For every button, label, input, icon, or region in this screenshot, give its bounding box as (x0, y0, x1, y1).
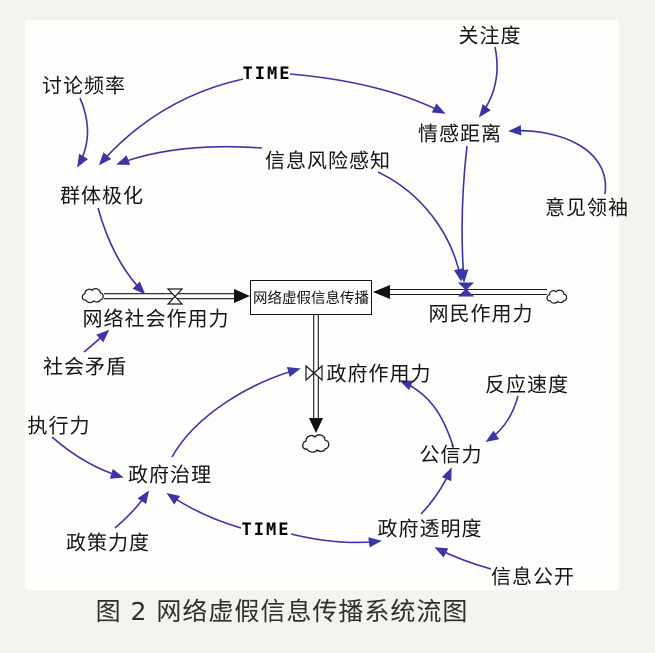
var-government-governance: 政府治理 (128, 462, 212, 487)
arrow-time-to-group-polarization (98, 78, 244, 166)
arrow-public-credibility-to-government-force (399, 380, 454, 447)
var-execution-power: 执行力 (27, 413, 91, 438)
valve-government-force-icon (305, 364, 323, 382)
cloud-source-right-icon (546, 289, 568, 304)
var-policy-strength: 政策力度 (66, 530, 150, 555)
var-reaction-speed: 反应速度 (485, 372, 569, 397)
flow-arrowhead-into-sink (309, 418, 323, 433)
arrow-time-to-government-transparency (290, 533, 382, 548)
arrow-government-governance-to-government-force (171, 366, 301, 458)
figure-caption: 图 2 网络虚假信息传播系统流图 (95, 597, 469, 626)
var-time-bottom: TIME (241, 520, 291, 540)
arrow-policy-strength-to-government-governance (114, 490, 149, 529)
arrow-emotional-distance-to-netizen-force (458, 145, 469, 283)
arrow-attention-to-emotional-distance (478, 46, 498, 118)
rate-government-force: 政府作用力 (326, 361, 432, 386)
arrow-opinion-leader-to-emotional-distance (508, 125, 607, 195)
arrow-group-polarization-to-online-social-force (97, 207, 146, 295)
arrow-government-transparency-to-public-credibility (420, 467, 452, 515)
var-information-disclosure: 信息公开 (491, 564, 575, 589)
arrow-time-to-government-governance (166, 492, 242, 529)
arrow-time-to-emotional-distance (289, 73, 446, 114)
rate-online-social-force: 网络社会作用力 (82, 306, 230, 331)
flow-pipe-left (104, 293, 235, 300)
rate-netizen-force: 网民作用力 (428, 301, 534, 326)
var-emotional-distance: 情感距离 (418, 121, 502, 146)
var-group-polarization: 群体极化 (60, 183, 144, 208)
arrow-discussion-frequency-to-group-polarization (77, 97, 89, 168)
var-public-credibility: 公信力 (419, 442, 483, 467)
arrow-info-risk-perception-to-netizen-force (377, 171, 465, 282)
var-info-risk-perception: 信息风险感知 (265, 148, 391, 173)
var-time-top: TIME (242, 64, 292, 84)
flow-arrowhead-into-stock-left (234, 289, 250, 303)
stock-box-false-information-spread: 网络虚假信息传播 (250, 280, 372, 315)
cloud-source-left-icon (81, 288, 104, 304)
var-government-transparency: 政府透明度 (377, 516, 483, 541)
arrow-social-conflict-to-online-social-force (83, 329, 110, 353)
flow-arrowhead-into-stock-right (373, 285, 390, 299)
cloud-sink-bottom-icon (302, 434, 330, 453)
valve-netizen-force-icon (457, 282, 475, 297)
flow-pipe-down (313, 315, 319, 419)
var-opinion-leader: 意见领袖 (545, 195, 629, 220)
arrow-information-disclosure-to-government-transparency (434, 547, 492, 570)
valve-online-social-force-icon (166, 288, 184, 305)
var-attention: 关注度 (458, 23, 522, 48)
arrow-reaction-speed-to-public-credibility (485, 395, 519, 442)
arrow-execution-power-to-government-governance (51, 436, 124, 479)
var-social-conflict: 社会矛盾 (43, 354, 127, 379)
arrow-info-risk-perception-to-group-polarization (116, 145, 263, 165)
var-discussion-frequency: 讨论频率 (42, 73, 126, 98)
